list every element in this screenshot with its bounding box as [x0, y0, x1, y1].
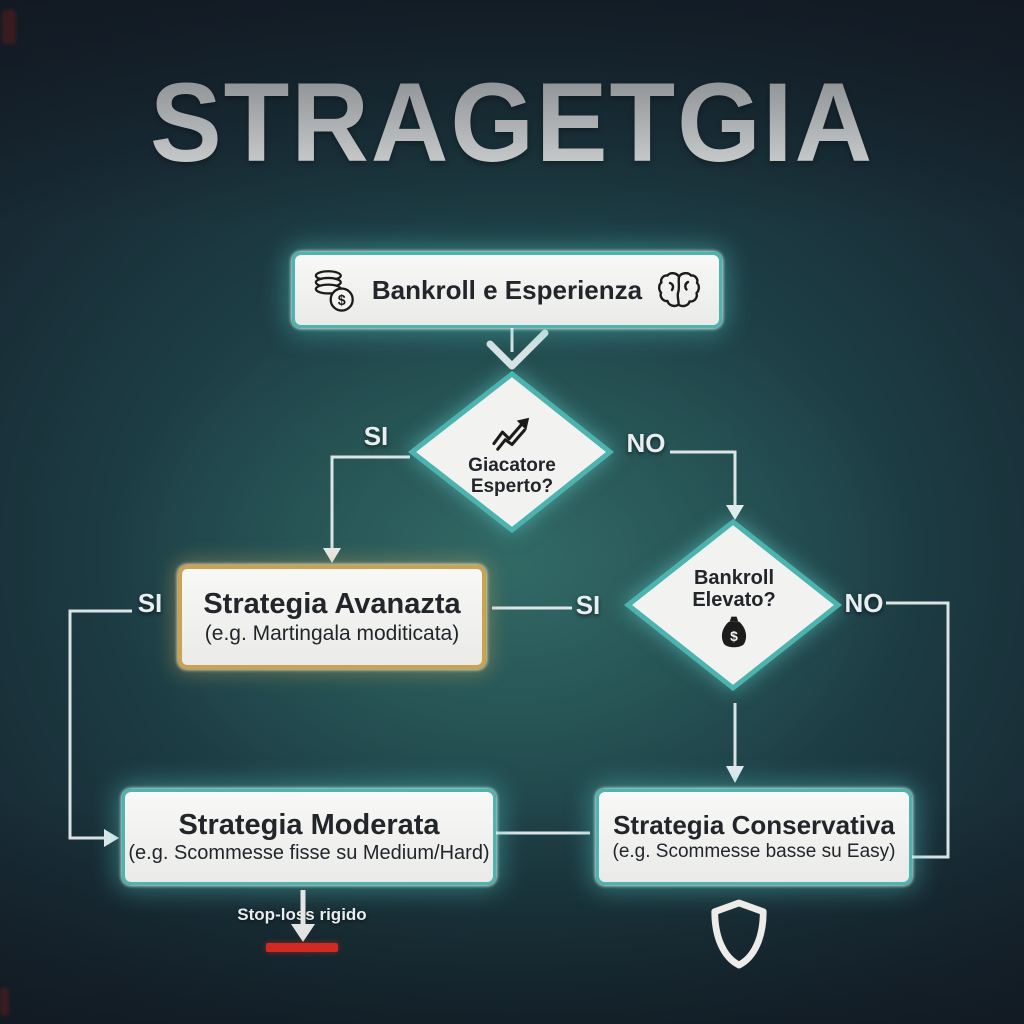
stop-loss-red-underline: [266, 943, 338, 952]
decision-bankroll-content: Bankroll Elevato? $: [668, 556, 800, 664]
svg-text:$: $: [338, 293, 346, 309]
edge-label-left-si: SI: [137, 588, 163, 618]
box-strategia-avanzata-title: Strategia Avanazta: [203, 588, 461, 621]
page-title: STRAGETGIA: [149, 60, 875, 185]
decision-experienced-line2: Esperto?: [470, 476, 554, 497]
box-strategia-moderata-subtitle: (e.g. Scommesse fisse su Medium/Hard): [128, 842, 490, 865]
trend-up-icon: [492, 418, 530, 452]
coins-icon: $: [314, 270, 354, 312]
box-strategia-avanzata-subtitle: (e.g. Martingala moditicata): [204, 621, 460, 645]
brain-icon: [658, 272, 701, 308]
box-strategia-conservativa-subtitle: (e.g. Scommesse basse su Easy): [612, 841, 896, 863]
box-strategia-conservativa-title: Strategia Conservativa: [613, 810, 895, 841]
box-strategia-moderata: Strategia Moderata (e.g. Scommesse fisse…: [122, 789, 496, 885]
decision-bankroll-line1: Bankroll: [693, 566, 775, 589]
stop-loss-down-arrow-icon: [291, 890, 315, 942]
edge-label-adv-si: SI: [575, 590, 601, 620]
money-bag-icon: $: [721, 616, 747, 648]
start-node-label: Bankroll e Esperienza: [371, 274, 643, 305]
box-strategia-avanzata: Strategia Avanazta (e.g. Martingala modi…: [178, 565, 486, 669]
decision-bankroll-line2: Elevato?: [692, 588, 776, 611]
shield-icon: [711, 899, 767, 969]
edge-label-d1-si: SI: [363, 421, 389, 451]
svg-text:$: $: [730, 628, 738, 644]
box-strategia-conservativa: Strategia Conservativa (e.g. Scommesse b…: [596, 789, 912, 885]
decision-experienced-content: Giacatore Esperto?: [446, 398, 578, 514]
decision-experienced-diamond: [407, 370, 615, 534]
decision-experienced-line1: Giacatore: [468, 455, 556, 477]
start-node-bankroll-esperienza: $ Bankroll e Esperienza: [292, 252, 722, 328]
edge-artifact: [0, 988, 9, 1016]
decision-bankroll-diamond: [623, 518, 843, 692]
edge-label-d2-no: NO: [844, 588, 884, 618]
edge-label-d1-no: NO: [626, 428, 666, 458]
box-strategia-moderata-title: Strategia Moderata: [178, 808, 440, 841]
edge-artifact: [2, 10, 16, 44]
